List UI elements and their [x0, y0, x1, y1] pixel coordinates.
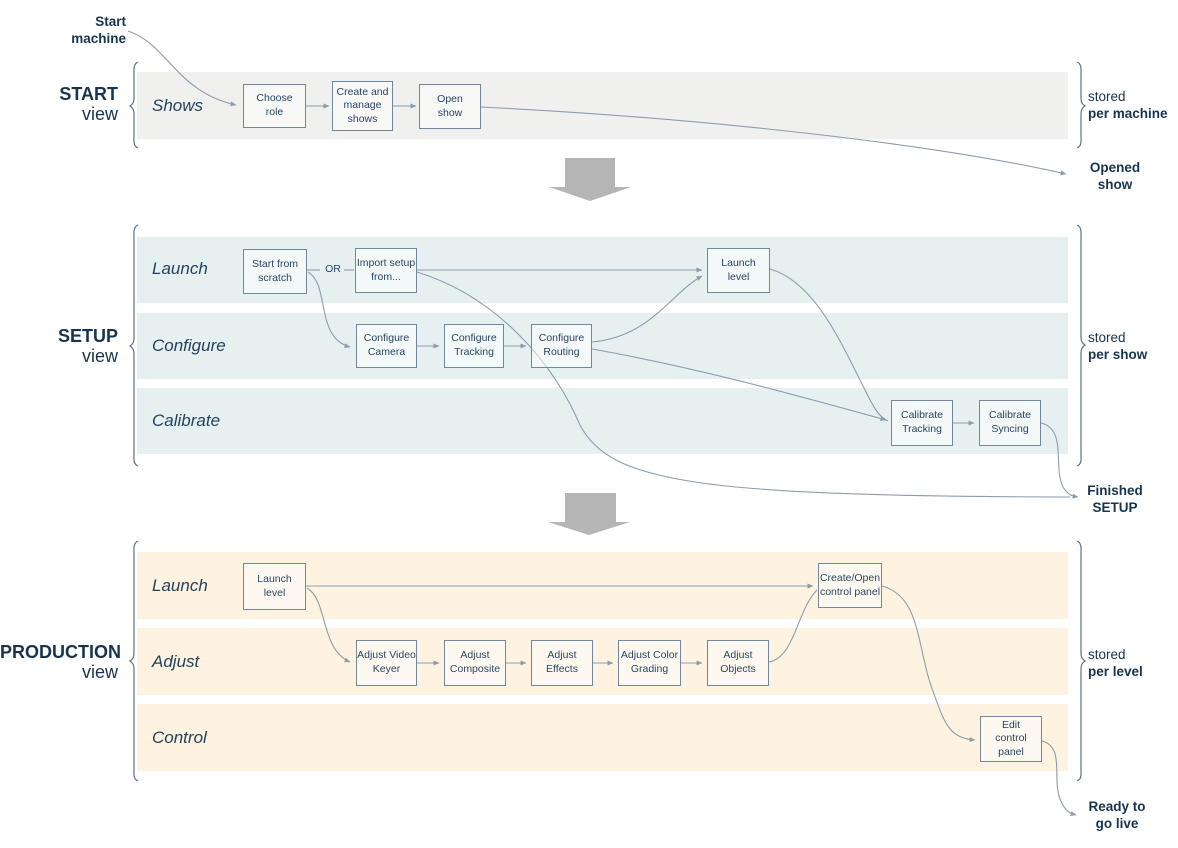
edge-create-open-to-edit-panel [881, 585, 976, 743]
lane-band-prod-adjust [137, 628, 1068, 695]
flow-arrow-start-to-setup [549, 158, 631, 201]
node-open-show: Open show [419, 84, 481, 129]
lane-label-setup-launch: Launch [152, 259, 208, 278]
edge-open-show-to-opened-show [480, 106, 1067, 176]
lane-band-prod-control [137, 704, 1068, 771]
lane-label-calibrate: Calibrate [152, 411, 221, 430]
edge-scratch-to-configure-camera [307, 271, 351, 349]
node-create-manage-shows: Create and manage shows [332, 81, 393, 131]
stored-scope: per machine [1088, 106, 1168, 121]
edge-start-machine-to-choose-role [127, 30, 237, 107]
node-adjust-effects: Adjust Effects [531, 640, 593, 686]
edge-routing-to-launch-level [591, 275, 703, 343]
stored-per-machine: stored per machine [1088, 88, 1168, 122]
edge-edit-panel-to-ready [1041, 740, 1077, 816]
node-start-from-scratch: Start from scratch [243, 249, 307, 294]
start-subtitle: view [81, 104, 118, 124]
setup-subtitle: view [81, 346, 118, 366]
lane-band-setup-configure [137, 313, 1068, 379]
node-adjust-video-keyer: Adjust Video Keyer [356, 640, 417, 686]
brace-left-start [128, 61, 139, 149]
node-choose-role: Choose role [243, 84, 306, 128]
stored-scope: per show [1088, 347, 1148, 362]
edge-launch-level-to-calibrate-tracking [769, 268, 889, 422]
node-configure-routing: Configure Routing [531, 324, 592, 368]
node-calibrate-syncing: Calibrate Syncing [979, 400, 1041, 446]
stored-per-show: stored per show [1088, 329, 1147, 363]
stored-word: stored [1088, 330, 1126, 345]
node-adjust-objects: Adjust Objects [707, 640, 769, 686]
node-create-open-panel: Create/Open control panel [818, 563, 882, 608]
edge-objects-to-create-open-panel [768, 589, 818, 663]
setup-title: SETUP [57, 326, 118, 346]
start-machine-label: Start machine [71, 14, 126, 46]
node-configure-tracking: Configure Tracking [444, 324, 504, 368]
lane-label-prod-launch: Launch [152, 576, 208, 595]
node-adjust-color-grading: Adjust Color Grading [618, 640, 681, 686]
lane-label-control: Control [152, 728, 207, 747]
stored-word: stored [1088, 647, 1126, 662]
edge-launch-to-adjust-video-keyer [306, 587, 351, 663]
opened-show-label: Opened show [1089, 160, 1141, 192]
section-title-production: PRODUCTION view [0, 642, 121, 682]
edge-import-to-finished-setup [416, 271, 1071, 498]
stored-word: stored [1088, 89, 1126, 104]
section-title-setup: SETUP view [0, 326, 118, 366]
edge-syncing-to-finished-setup [1040, 422, 1079, 499]
edge-routing-to-calibrate-tracking [591, 348, 887, 421]
node-configure-camera: Configure Camera [356, 324, 417, 368]
lane-label-configure: Configure [152, 336, 226, 355]
lane-label-adjust: Adjust [152, 652, 200, 671]
section-title-start: START view [0, 84, 118, 124]
brace-left-production [128, 540, 139, 782]
node-import-setup-from: Import setup from... [355, 248, 417, 293]
or-label: OR [325, 263, 341, 275]
production-title: PRODUCTION [0, 642, 121, 662]
node-launch-level-setup: Launch level [707, 248, 770, 293]
node-launch-level-prod: Launch level [243, 563, 306, 610]
brace-right-start [1076, 61, 1087, 149]
node-calibrate-tracking: Calibrate Tracking [891, 400, 953, 446]
ready-go-live-label: Ready to go live [1088, 799, 1146, 831]
start-title: START [59, 84, 118, 104]
stored-scope: per level [1088, 664, 1143, 679]
finished-setup-label: Finished SETUP [1087, 483, 1143, 515]
node-adjust-composite: Adjust Composite [444, 640, 506, 686]
node-edit-control-panel: Edit control panel [980, 716, 1042, 762]
brace-right-production [1076, 540, 1087, 782]
lane-label-shows: Shows [152, 96, 204, 115]
brace-left-setup [128, 224, 139, 467]
brace-right-setup [1076, 224, 1087, 467]
flow-arrow-setup-to-production [548, 493, 630, 535]
stored-per-level: stored per level [1088, 646, 1143, 680]
production-subtitle: view [81, 662, 118, 682]
